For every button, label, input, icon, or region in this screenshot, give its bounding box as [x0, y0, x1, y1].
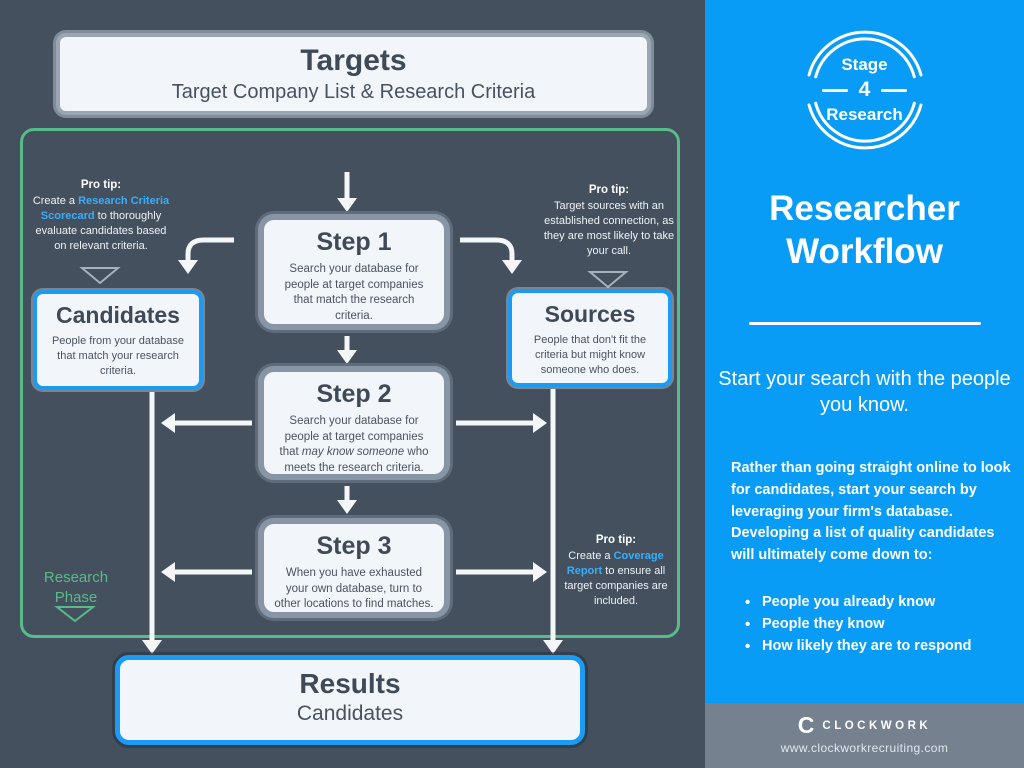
results-subtitle: Candidates — [296, 702, 404, 725]
candidates-text: People from your database that match you… — [51, 335, 185, 377]
sidebar: Stage 4 Research Researcher Workflow Sta… — [705, 0, 1024, 703]
divider — [748, 322, 981, 325]
footer: C CLOCKWORK www.clockworkrecruiting.com — [705, 703, 1024, 768]
body-paragraph: Rather than going straight online to loo… — [731, 460, 1011, 563]
list-item: People you already know — [745, 592, 1015, 614]
pro-tip-right: Pro tip: Target sources with an establis… — [536, 183, 682, 260]
clockwork-c-icon: C — [797, 712, 815, 738]
pro-tip-label: Pro tip: — [80, 179, 122, 191]
tagline: Start your search with the people you kn… — [718, 368, 1011, 417]
research-phase-frame — [20, 128, 680, 638]
step1-title: Step 1 — [316, 228, 392, 256]
stage-badge: Stage 4 Research — [795, 20, 935, 160]
sources-text: People that don't fit the criteria but m… — [533, 334, 647, 376]
pro-tip-label: Pro tip: — [588, 184, 630, 196]
stage-badge-arcs-icon — [807, 30, 922, 150]
research-criteria-scorecard-link[interactable]: Research Criteria Scorecard — [40, 194, 170, 223]
clockwork-logo: C CLOCKWORK — [705, 714, 1024, 737]
pro-tip-text: Create a Coverage Report to ensure all t… — [564, 549, 668, 608]
sources-title: Sources — [544, 301, 636, 327]
list-item: People they know — [745, 614, 1015, 636]
step3-box: Step 3 When you have exhausted your own … — [258, 518, 450, 618]
pro-tip-bottom: Pro tip: Create a Coverage Report to ens… — [552, 533, 680, 610]
bullet-list: People you already know People they know… — [745, 592, 1015, 658]
dash-icon — [881, 88, 908, 92]
pro-tip-label: Pro tip: — [595, 534, 637, 546]
targets-box: Targets Target Company List & Research C… — [56, 33, 651, 115]
stage-name: Research — [826, 105, 903, 124]
coverage-report-link[interactable]: Coverage Report — [566, 549, 664, 578]
dash-icon — [821, 88, 848, 92]
sources-box: Sources People that don't fit the criter… — [508, 289, 672, 387]
targets-title: Targets — [300, 44, 407, 77]
results-box: Results Candidates — [115, 655, 585, 745]
page-title: Researcher Workflow — [769, 189, 960, 271]
stage-number: 4 — [858, 78, 871, 101]
stage-badge-text: Stage 4 Research — [795, 20, 935, 160]
step1-text: Search your database for people at targe… — [284, 263, 424, 322]
pro-tip-left: Pro tip: Create a Research Criteria Scor… — [28, 178, 174, 255]
list-item: How likely they are to respond — [745, 636, 1015, 658]
pro-tip-text: Create a Research Criteria Scorecard to … — [32, 194, 170, 253]
results-title: Results — [299, 668, 401, 699]
brand-name: CLOCKWORK — [822, 719, 932, 732]
step2-title: Step 2 — [316, 380, 392, 408]
step2-text: Search your database for people at targe… — [279, 415, 429, 474]
research-phase-label: Research Phase — [43, 569, 109, 606]
pro-tip-text: Target sources with an established conne… — [543, 199, 675, 258]
step2-box: Step 2 Search your database for people a… — [258, 366, 450, 480]
candidates-box: Candidates People from your database tha… — [33, 290, 203, 390]
website-url[interactable]: www.clockworkrecruiting.com — [780, 741, 949, 755]
stage-label: Stage — [841, 55, 888, 74]
step3-title: Step 3 — [316, 532, 392, 560]
step1-box: Step 1 Search your database for people a… — [258, 214, 450, 330]
step3-text: When you have exhausted your own databas… — [274, 567, 434, 611]
candidates-title: Candidates — [56, 302, 180, 328]
targets-subtitle: Target Company List & Research Criteria — [171, 81, 536, 103]
